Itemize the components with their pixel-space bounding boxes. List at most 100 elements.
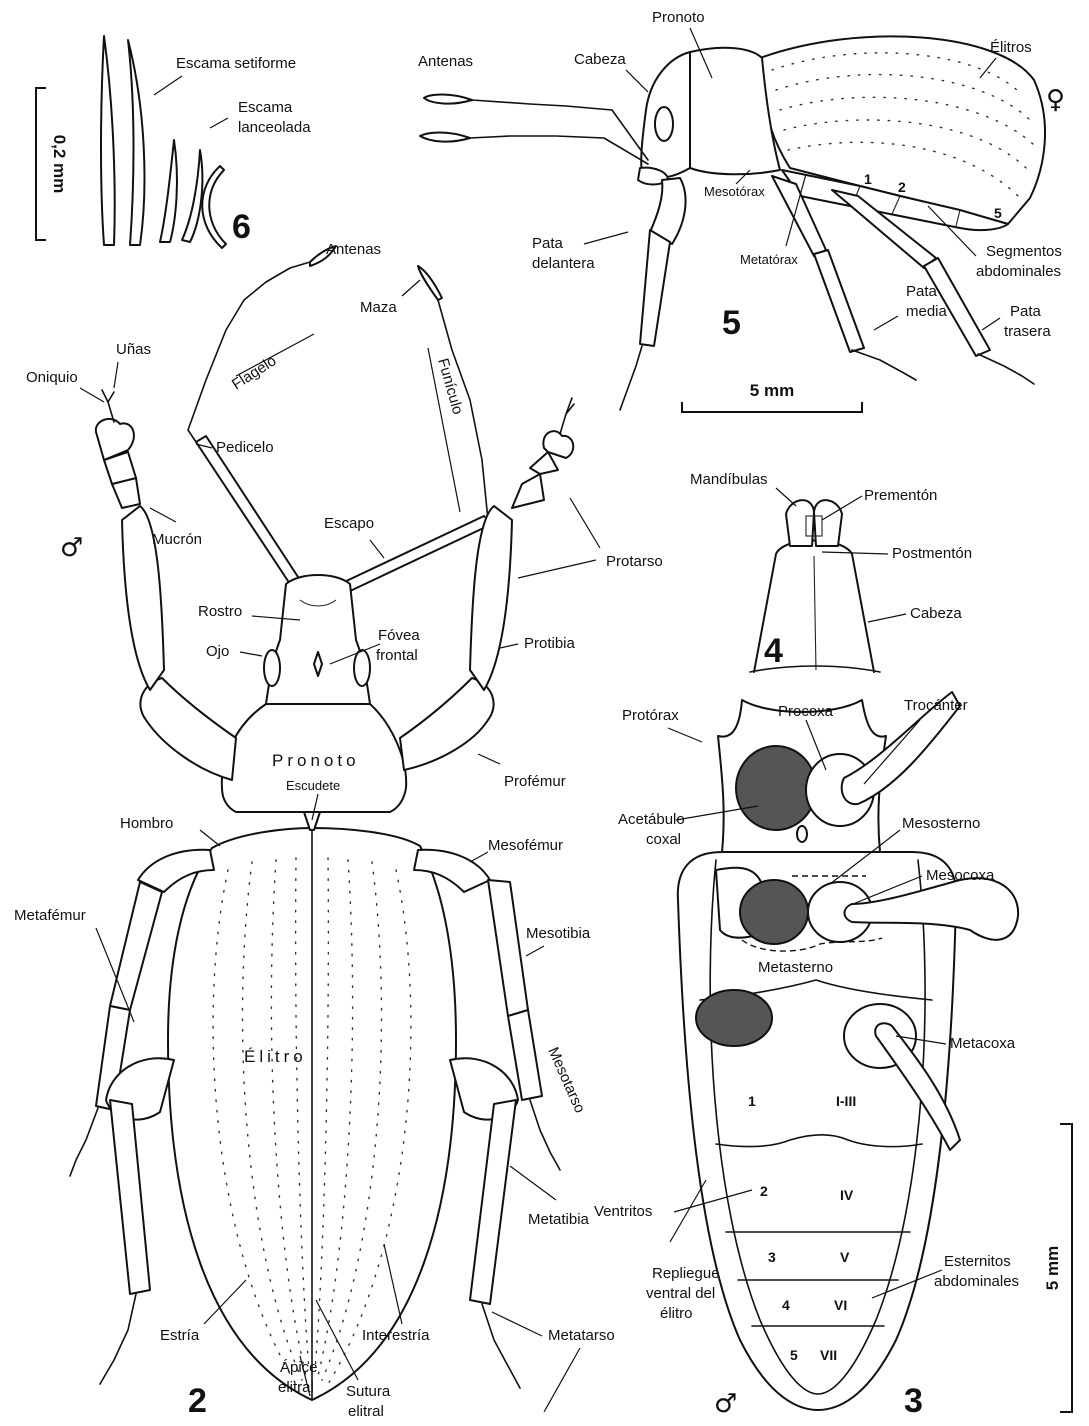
label-mesocoxa: Mesocoxa [926, 867, 995, 884]
label-procoxa: Procoxa [778, 703, 834, 720]
label-metacoxa: Metacoxa [950, 1035, 1016, 1052]
fig2-mesotibia-right [488, 880, 528, 1016]
label-trocanter: Trocánter [904, 697, 968, 714]
fig5-number: 5 [722, 304, 741, 342]
label-repliegue-1: Repliegue [652, 1265, 720, 1282]
label-fig5-metatorax: Metatórax [740, 252, 798, 267]
label-escama-lanceolada-2: lanceolada [238, 119, 311, 136]
fig2-rostrum-head [266, 575, 370, 704]
fig2-protibia-right [470, 506, 512, 690]
curved-scale [202, 166, 226, 248]
fig2-metatibia-left [110, 1100, 150, 1294]
label-fig5-pronoto: Pronoto [652, 9, 705, 26]
label-apice-1: Ápice [280, 1359, 318, 1376]
fig2-metatibia-right [470, 1100, 516, 1304]
label-esternitos-1: Esternitos [944, 1253, 1011, 1270]
fig3-ventrite-4: 4 [782, 1297, 790, 1313]
label-apice-2: elitral [278, 1379, 314, 1396]
figure-5-lateral-view: 1 2 5 ♀ 5 5 mm Antenas Cabeza Pronoto Él… [418, 9, 1065, 412]
fig2-metafemur-left [110, 882, 162, 1010]
label-fig5-pata-delantera-2: delantera [532, 255, 595, 272]
label-flagelo: Flagelo [229, 352, 280, 393]
label-fig5-pata-trasera-1: Pata [1010, 303, 1042, 320]
fig3-ventrite-5: 5 [790, 1347, 798, 1363]
label-escama-setiforme: Escama setiforme [176, 55, 296, 72]
label-elitro: Élitro [244, 1047, 307, 1066]
fig5-front-tibia [640, 230, 670, 346]
label-esternitos-2: abdominales [934, 1273, 1019, 1290]
fig2-scape-left [196, 436, 300, 584]
label-fig2-pronoto: Pronoto [272, 751, 360, 770]
label-fig5-pata-media-2: media [906, 303, 948, 320]
label-rostro: Rostro [198, 603, 242, 620]
fig6-scale-label: 0,2 mm [50, 135, 69, 194]
label-hombro: Hombro [120, 815, 173, 832]
fig5-scale-bar [682, 402, 862, 412]
label-fig5-antenas: Antenas [418, 53, 473, 70]
fig3-ventrite-3: 3 [768, 1249, 776, 1265]
fig4-mandible-left [786, 500, 814, 546]
fig3-ventrite-1: 1 [748, 1093, 756, 1109]
fig5-segment-2: 2 [898, 179, 906, 195]
fig5-scale-label: 5 mm [750, 381, 794, 400]
figure-6-scales: 0,2 mm 6 Escama setiforme Escama lanceol… [36, 36, 311, 248]
figure-3-ventral-view: 1 2 3 4 5 I-III IV V VI VII ♂ 3 5 mm Pro… [594, 692, 1072, 1420]
label-acetabulo-2: coxal [646, 831, 681, 848]
label-metafemur: Metafémur [14, 907, 86, 924]
figure-4-head-ventral: 4 Mandíbulas Prementón Postmentón Cabeza [690, 471, 972, 672]
fig2-eye-right [354, 650, 370, 686]
label-mucron: Mucrón [152, 531, 202, 548]
fig3-number: 3 [904, 1382, 923, 1420]
label-postmenton: Postmentón [892, 545, 972, 562]
label-repliegue-3: élitro [660, 1305, 693, 1322]
lanceolate-scale-1 [160, 140, 177, 242]
fig2-profemur-left [140, 678, 236, 780]
label-oniquio: Oniquio [26, 369, 78, 386]
fig6-number: 6 [232, 208, 251, 246]
label-fig4-cabeza: Cabeza [910, 605, 962, 622]
fig3-sternite-3: V [840, 1249, 850, 1265]
fig4-number: 4 [764, 632, 783, 670]
label-escudete: Escudete [286, 778, 340, 793]
label-escapo: Escapo [324, 515, 374, 532]
label-maza: Maza [360, 299, 397, 316]
label-repliegue-2: ventral del [646, 1285, 715, 1302]
label-fig5-pata-delantera-1: Pata [532, 235, 564, 252]
label-ojo: Ojo [206, 643, 229, 660]
label-fig5-pata-media-1: Pata [906, 283, 938, 300]
label-mesosterno: Mesosterno [902, 815, 980, 832]
figure-2-dorsal-view: ♂ 2 Antenas Uñas Oniquio Flagelo Maza Fu… [14, 241, 663, 1420]
label-escama-lanceolada-1: Escama [238, 99, 293, 116]
label-interestria: Interestría [362, 1327, 430, 1344]
fig4-mandible-right [814, 500, 842, 546]
label-fig5-pata-trasera-2: trasera [1004, 323, 1051, 340]
fig3-acetabulum-meso [740, 880, 808, 944]
label-mesofemur: Mesofémur [488, 837, 563, 854]
label-metatarso: Metatarso [548, 1327, 615, 1344]
label-acetabulo-1: Acetábulo [618, 811, 685, 828]
fig5-eye [655, 107, 673, 141]
fig3-male-symbol: ♂ [714, 1389, 737, 1419]
label-metatibia: Metatibia [528, 1211, 590, 1228]
label-fig5-mesotorax: Mesotórax [704, 184, 765, 199]
label-ventritos: Ventritos [594, 1203, 652, 1220]
fig3-sternite-1: I-III [836, 1093, 856, 1109]
fig6-scale-bar [36, 88, 46, 240]
lanceolate-scale-2 [182, 150, 202, 242]
label-estria: Estría [160, 1327, 200, 1344]
label-unas: Uñas [116, 341, 151, 358]
fig3-acetabulum-pro [736, 746, 816, 830]
fig3-sternite-2: IV [840, 1187, 854, 1203]
label-fig5-cabeza: Cabeza [574, 51, 626, 68]
label-protibia: Protibia [524, 635, 576, 652]
label-pedicelo: Pedicelo [216, 439, 274, 456]
label-metasterno: Metasterno [758, 959, 833, 976]
fig2-profemur-right [400, 678, 494, 770]
label-fig2-antenas: Antenas [326, 241, 381, 258]
label-fig5-segmentos-2: abdominales [976, 263, 1061, 280]
fig2-number: 2 [188, 1382, 207, 1420]
fig5-middle-tibia [814, 250, 864, 352]
setiform-scale-1 [101, 36, 115, 245]
fig3-sternite-5: VII [820, 1347, 837, 1363]
